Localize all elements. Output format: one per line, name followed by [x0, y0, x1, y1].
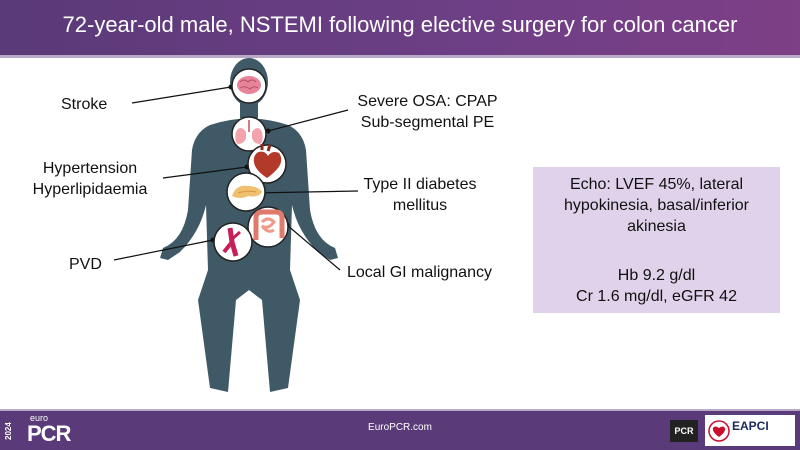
- echo-lab-box: Echo: LVEF 45%, lateral hypokinesia, bas…: [533, 167, 780, 313]
- slide-title: 72-year-old male, NSTEMI following elect…: [62, 12, 738, 37]
- eapci-logo: EAPCI: [705, 415, 795, 446]
- label-hypertension: Hypertension: [42, 160, 138, 177]
- label-stroke: Stroke: [61, 96, 108, 113]
- label-pvd: PVD: [69, 256, 102, 273]
- body-diagram: [113, 58, 359, 392]
- header-divider: [0, 55, 800, 58]
- echo-line-1: Echo: LVEF 45%, lateral: [569, 176, 744, 193]
- label-diabetes: Type II diabetes mellitus: [350, 174, 490, 216]
- creatinine-egfr: Cr 1.6 mg/dl, eGFR 42: [576, 288, 737, 305]
- intestine-icon: [247, 206, 289, 248]
- label-osa-pe: Severe OSA: CPAP Sub-segmental PE: [340, 91, 515, 133]
- logo-prefix: euro: [30, 413, 49, 423]
- footer-bar: [0, 411, 800, 450]
- logo-year: 2024: [4, 422, 13, 440]
- label-diabetes-line1: Type II diabetes: [363, 176, 477, 193]
- label-hyperlipidaemia: Hyperlipidaemia: [32, 181, 148, 198]
- echo-line-3: akinesia: [627, 218, 686, 235]
- title-bar: 72-year-old male, NSTEMI following elect…: [0, 0, 800, 57]
- label-pe: Sub-segmental PE: [360, 114, 495, 131]
- label-diabetes-line2: mellitus: [392, 197, 448, 214]
- europcr-logo: PCR: [27, 421, 71, 446]
- heart-icon: [247, 144, 287, 184]
- footer-url[interactable]: EuroPCR.com: [368, 422, 432, 433]
- leader-lines: [113, 86, 359, 271]
- eapci-name: EAPCI: [732, 419, 769, 433]
- pcr-logo-small: PCR: [670, 420, 698, 442]
- footer-divider: [0, 409, 800, 412]
- eapci-heart-icon: [708, 420, 730, 442]
- pancreas-icon: [226, 172, 266, 212]
- label-osa: Severe OSA: CPAP: [357, 93, 498, 110]
- label-gi-malignancy: Local GI malignancy: [347, 264, 492, 281]
- label-htn-lipid: Hypertension Hyperlipidaemia: [20, 158, 160, 200]
- lungs-icon: [231, 116, 267, 152]
- hb-value: Hb 9.2 g/dl: [617, 267, 696, 284]
- echo-line-2: hypokinesia, basal/inferior: [564, 197, 749, 214]
- artery-icon: [213, 222, 253, 262]
- brain-icon: [231, 68, 267, 104]
